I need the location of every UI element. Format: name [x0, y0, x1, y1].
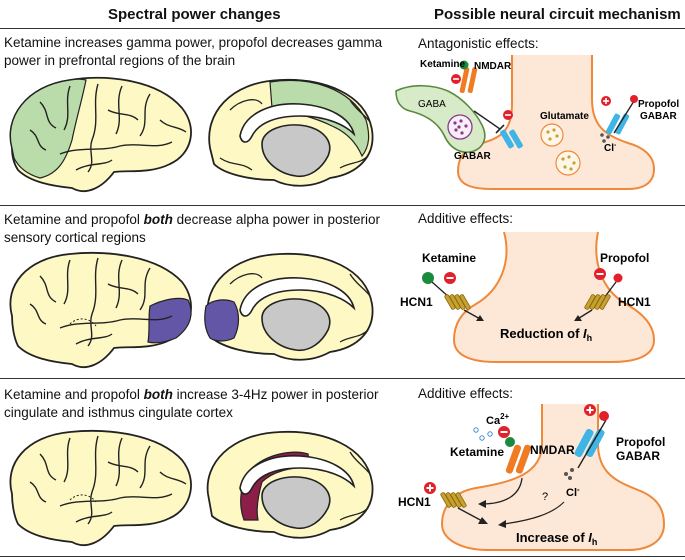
row-1-description: Ketamine increases gamma power, propofol…: [4, 35, 383, 68]
ketamine-molecule: [459, 60, 469, 70]
row-divider-2: [0, 378, 685, 379]
propofol-label-row1: Propofol: [638, 99, 679, 110]
row-3-description: Ketamine and propofol both increase 3-4H…: [4, 387, 379, 420]
hcn1-label-row3: HCN1: [398, 495, 431, 509]
row-1-mechanism-title: Antagonistic effects:: [418, 36, 539, 51]
postsynaptic-neuron-row3: [440, 404, 666, 551]
nmdar-label-row3: NMDAR: [530, 443, 575, 457]
ketamine-label-row2: Ketamine: [422, 251, 476, 265]
gaba-label: GABA: [418, 99, 446, 110]
glutamate-vesicle-2: [555, 150, 581, 176]
propofol-label-row2: Propofol: [600, 251, 649, 265]
additive-mechanism-diagram-row3: Ca2+ Ketamine NMDAR HCN1 Propofol GABAR …: [398, 404, 666, 551]
hcn1-channel-right: [584, 294, 611, 310]
lateral-brain-row1: [9, 77, 192, 193]
right-column-header: Possible neural circuit mechanism: [434, 6, 681, 23]
glutamate-vesicle-1: [540, 123, 564, 147]
hcn1-channel-row3: [440, 492, 467, 508]
reduction-of-ih-label: Reduction of Ih: [500, 326, 592, 343]
nmdar-label-row1: NMDAR: [474, 61, 512, 72]
hcn1-label-left-row2: HCN1: [400, 295, 433, 309]
row-divider-1: [0, 205, 685, 206]
gaba-vesicle-dots: [453, 119, 468, 135]
gabar-label-row3: GABAR: [616, 449, 660, 463]
posterior-region-lateral: [147, 297, 192, 344]
chloride-label-row1: Cl-: [604, 142, 617, 154]
medial-brain-row3: [206, 430, 374, 539]
header-divider: [0, 28, 685, 29]
left-column-header: Spectral power changes: [108, 6, 281, 23]
medial-brain-row2: [204, 252, 374, 361]
row-2-description: Ketamine and propofol both decrease alph…: [4, 212, 380, 245]
chloride-dots-row3: [564, 468, 574, 480]
nmdar-receptor: [459, 67, 478, 93]
calcium-ions: [473, 427, 493, 441]
gabar-label-right: GABAR: [640, 111, 677, 122]
additive-mechanism-diagram-row2: Ketamine HCN1 Propofol HCN1 Reduction of…: [400, 231, 656, 363]
gabar-receptor-left: [500, 129, 523, 149]
glutamate-label: Glutamate: [540, 111, 589, 122]
glutamate-dots: [546, 128, 576, 171]
chloride-dots-row1: [600, 133, 610, 143]
bottom-rule: [0, 556, 685, 557]
gabar-receptor-right: [605, 113, 630, 135]
calcium-label: Ca2+: [486, 412, 510, 427]
antagonistic-mechanism-diagram: GABA Ketamine NMDAR GABAR Glutamate Prop…: [395, 55, 679, 190]
gabar-label-left: GABAR: [454, 151, 491, 162]
hcn1-label-right-row2: HCN1: [618, 295, 651, 309]
medial-brain-row1: [208, 78, 374, 187]
ketamine-label-row1: Ketamine: [420, 59, 465, 70]
nmdar-receptor-row3: [505, 444, 532, 474]
ketamine-label-row3: Ketamine: [450, 445, 504, 459]
propofol-molecule: [630, 95, 638, 103]
chloride-label-row3: Cl-: [566, 485, 580, 499]
unknown-mechanism-question: ?: [542, 491, 548, 503]
row-2-mechanism-title: Additive effects:: [418, 211, 514, 226]
ketamine-molecule-row2: [422, 272, 434, 284]
postsynaptic-neuron-row2: [452, 231, 656, 363]
hcn1-channel-left: [444, 294, 471, 310]
ketamine-molecule-row3: [505, 437, 515, 447]
row-3-mechanism-title: Additive effects:: [418, 386, 514, 401]
propofol-molecule-row3: [599, 411, 609, 421]
gabar-receptor-row3: [574, 428, 605, 458]
gaba-interneuron: [395, 84, 486, 153]
lateral-brain-row3: [9, 429, 192, 547]
lateral-brain-row2: [9, 251, 192, 369]
propofol-molecule-row2: [613, 273, 623, 283]
posterior-region-medial: [204, 299, 240, 342]
propofol-label-row3: Propofol: [616, 435, 665, 449]
increase-of-ih-label: Increase of Ih: [516, 530, 597, 547]
